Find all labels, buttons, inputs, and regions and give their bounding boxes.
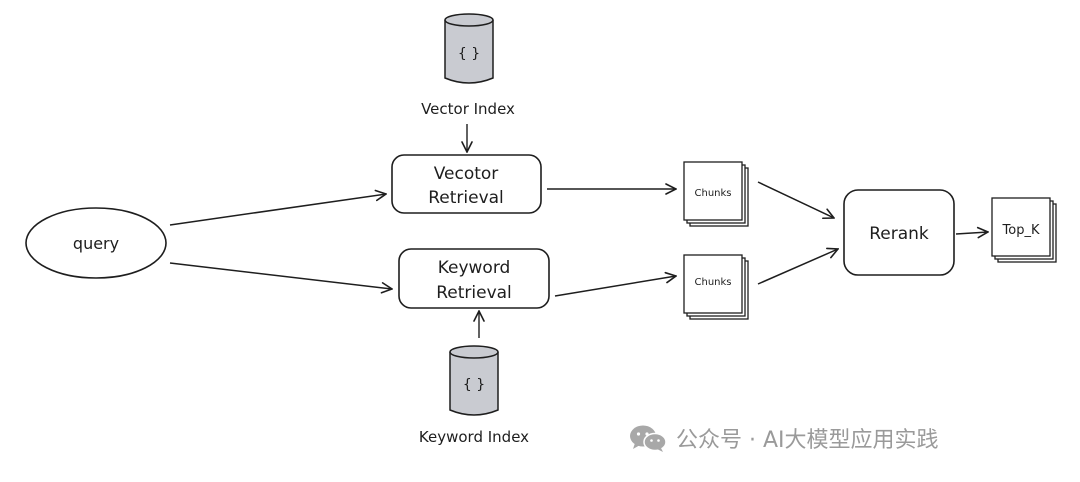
arrow-query-to-keyword-retrieval (169, 262, 392, 289)
keyword-index-label: Keyword Index (419, 428, 529, 446)
chunks-stack-bottom: Chunks (683, 254, 749, 320)
vector-retrieval-label-line2: Retrieval (428, 188, 504, 208)
rerank-label: Rerank (869, 224, 929, 244)
vector-index-db-glyph: { } (458, 46, 480, 62)
arrow-chunks-top-to-rerank-sketch (761, 183, 831, 217)
query-node: query (25, 207, 167, 279)
vector-retrieval-node: Vecotor Retrieval (391, 154, 542, 214)
arrow-rerank-to-topk (955, 232, 988, 234)
wechat-icon (630, 425, 667, 452)
arrow-query-to-vector-retrieval (169, 194, 386, 226)
keyword-retrieval-node: Keyword Retrieval (398, 248, 550, 309)
topk-stack: Top_K (991, 197, 1057, 263)
watermark-text: 公众号 · AI大模型应用实践 (676, 428, 939, 453)
vector-index-database-icon: { } (444, 13, 494, 84)
chunks-bottom-label: Chunks (695, 277, 732, 288)
watermark: 公众号 · AI大模型应用实践 (628, 420, 939, 456)
chunks-top-label: Chunks (695, 188, 732, 199)
rerank-node: Rerank (843, 189, 955, 276)
arrow-chunks-bottom-to-rerank (757, 249, 838, 285)
arrow-keyword-retrieval-to-chunks (554, 276, 676, 297)
keyword-index-db-glyph: { } (463, 377, 485, 393)
vector-index-label: Vector Index (421, 100, 515, 118)
query-label: query (73, 234, 119, 253)
vector-retrieval-label-line1: Vecotor (434, 164, 499, 184)
keyword-retrieval-label-line2: Retrieval (436, 283, 512, 303)
keyword-retrieval-label-line1: Keyword (438, 258, 511, 278)
chunks-stack-top: Chunks (683, 161, 749, 227)
topk-label: Top_K (1002, 223, 1040, 238)
keyword-index-database-icon: { } (449, 345, 499, 416)
